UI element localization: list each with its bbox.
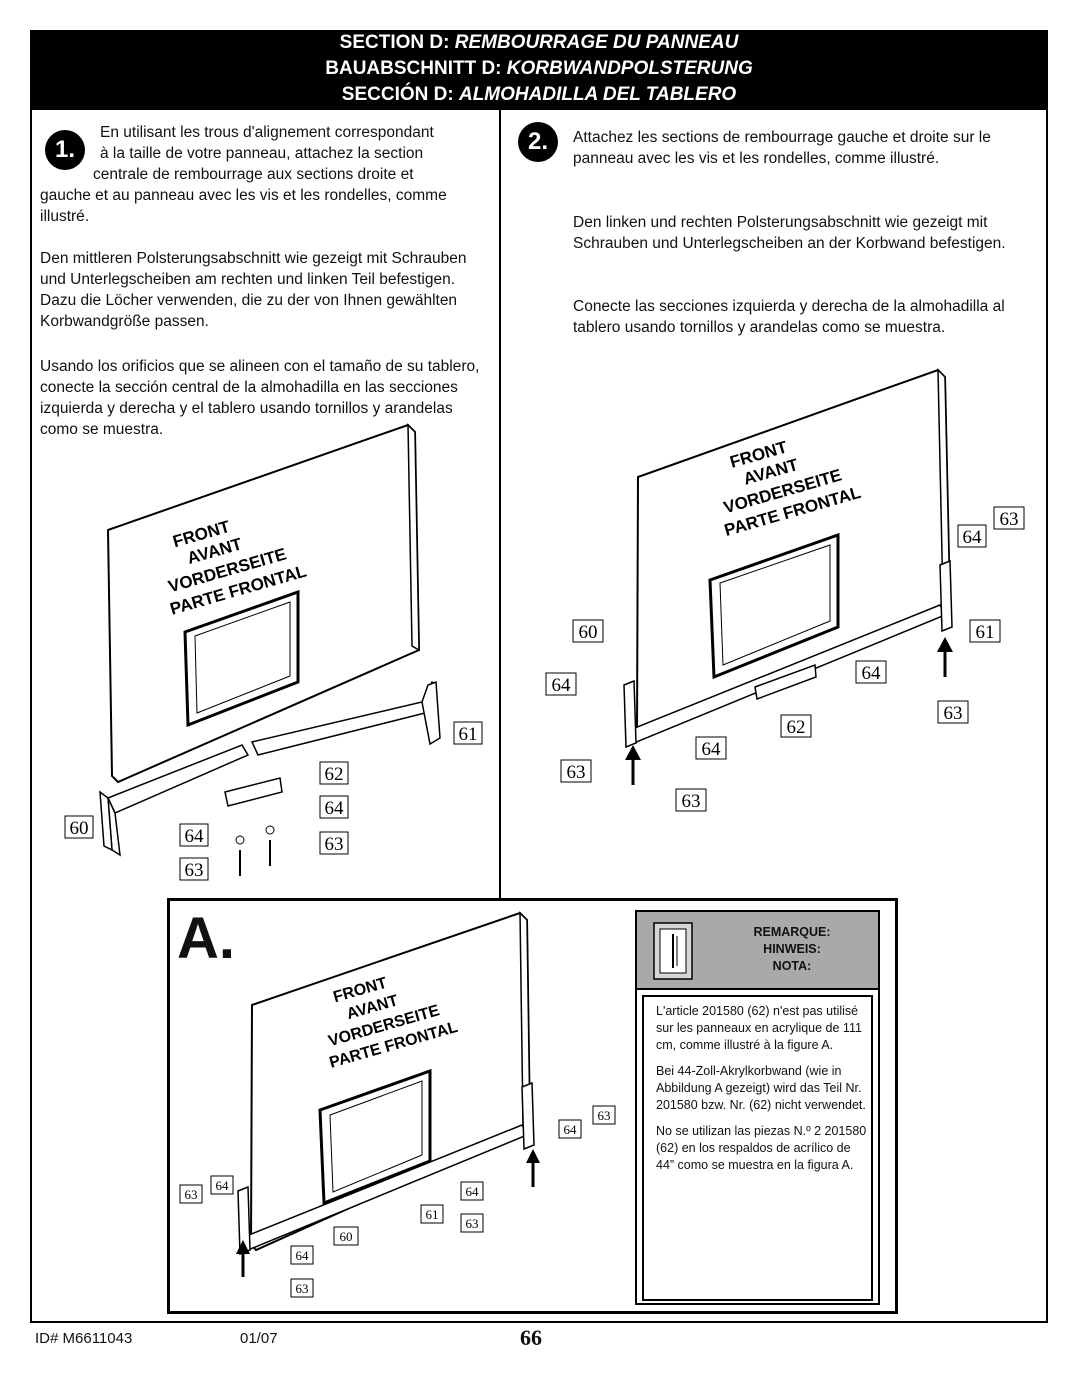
step-1-diagram: FRONT AVANT VORDERSEITE PARTE FRONTAL 61… (64, 423, 483, 881)
svg-text:62: 62 (325, 764, 344, 785)
svg-text:64: 64 (185, 826, 205, 847)
figa-callout-63-right: 63 (460, 1213, 484, 1233)
note-es: No se utilizan las piezas N.º 2 201580 (… (656, 1124, 867, 1172)
step-1-badge: 1. (45, 130, 85, 170)
section-header: SECTION D: REMBOURRAGE DU PANNEAU BAUABS… (30, 30, 1048, 110)
svg-text:64: 64 (296, 1248, 310, 1263)
callout-2-64-right: 64 (855, 660, 887, 684)
figure-a-panel (167, 898, 898, 1314)
svg-text:63: 63 (296, 1281, 309, 1296)
callout-63-a: 63 (319, 831, 349, 855)
figa-callout-64-left: 64 (210, 1175, 234, 1195)
figa-callout-64-top: 64 (558, 1119, 582, 1139)
svg-text:64: 64 (862, 663, 882, 684)
callout-2-63-right: 63 (937, 700, 969, 724)
step-1-es: Usando los orificios que se alineen con … (40, 358, 480, 438)
callout-2-64-bottom: 64 (695, 736, 727, 760)
step-2-diagram: FRONT AVANT VORDERSEITE PARTE FRONTAL 63… (545, 368, 1025, 812)
svg-text:64: 64 (702, 739, 722, 760)
step-1-fr-rest: gauche et au panneau avec les vis et les… (40, 187, 447, 225)
callout-2-63-bottom: 63 (675, 788, 707, 812)
step-1-de: Den mittleren Polsterungsabschnitt wie g… (40, 250, 467, 330)
column-divider (499, 110, 501, 898)
svg-text:63: 63 (185, 1187, 198, 1202)
figa-callout-64-bottom: 64 (290, 1245, 314, 1265)
step-2-badge: 2. (518, 122, 558, 162)
svg-text:63: 63 (466, 1216, 479, 1231)
note-box: REMARQUE: HINWEIS: NOTA: L'article 20158… (635, 910, 880, 1305)
figa-callout-60: 60 (333, 1226, 359, 1246)
callout-2-64-left: 64 (545, 672, 577, 696)
figa-callout-63-left: 63 (179, 1184, 203, 1204)
figa-callout-64-right: 64 (460, 1181, 484, 1201)
svg-text:63: 63 (682, 791, 701, 812)
note-titles: REMARQUE: HINWEIS: NOTA: (753, 925, 831, 973)
figure-a-diagram: FRONT AVANT VORDERSEITE PARTE FRONTAL 63… (179, 911, 616, 1298)
callout-2-62: 62 (780, 714, 812, 738)
callout-64-a: 64 (319, 795, 349, 819)
svg-text:64: 64 (564, 1122, 578, 1137)
step-2-de: Den linken und rechten Polsterungsabschn… (573, 214, 1006, 252)
step-1-fr-intro: En utilisant les trous d'alignement corr… (100, 124, 434, 162)
callout-62: 62 (319, 761, 349, 785)
svg-text:63: 63 (567, 762, 586, 783)
note-body: L'article 201580 (62) n'est pas utilisé … (642, 995, 873, 1301)
svg-text:63: 63 (944, 703, 963, 724)
svg-text:63: 63 (325, 834, 344, 855)
svg-text:61: 61 (459, 724, 478, 745)
svg-text:62: 62 (787, 717, 806, 738)
page-number: 66 (520, 1325, 542, 1350)
step-2-es: Conecte las secciones izquierda y derech… (573, 298, 1005, 336)
document-id: ID# M6611043 (35, 1330, 133, 1347)
svg-text:64: 64 (325, 798, 345, 819)
notepad-icon (653, 922, 693, 980)
note-fr: L'article 201580 (62) n'est pas utilisé … (656, 1004, 862, 1052)
note-header: REMARQUE: HINWEIS: NOTA: (637, 912, 878, 990)
svg-text:61: 61 (426, 1207, 439, 1222)
callout-60: 60 (64, 815, 94, 839)
svg-text:63: 63 (598, 1108, 611, 1123)
svg-text:64: 64 (963, 527, 983, 548)
document-date: 01/07 (240, 1330, 278, 1347)
step-1-fr-line3: centrale de rembourrage aux sections dro… (93, 166, 414, 183)
svg-text:61: 61 (976, 622, 995, 643)
figa-callout-63-top: 63 (592, 1105, 616, 1125)
svg-text:63: 63 (1000, 509, 1019, 530)
figure-a-label: A. (177, 906, 235, 971)
callout-2-64-top: 64 (957, 524, 987, 548)
callout-63-b: 63 (179, 857, 209, 881)
header-line-de: BAUABSCHNITT D: KORBWANDPOLSTERUNG (325, 58, 753, 79)
callout-61: 61 (453, 721, 483, 745)
figa-callout-63-bottom: 63 (290, 1278, 314, 1298)
svg-text:60: 60 (579, 622, 598, 643)
svg-text:64: 64 (216, 1178, 230, 1193)
svg-text:64: 64 (466, 1184, 480, 1199)
callout-2-61: 61 (969, 619, 1001, 643)
header-line-fr: SECTION D: REMBOURRAGE DU PANNEAU (339, 32, 739, 53)
svg-text:64: 64 (552, 675, 572, 696)
svg-text:60: 60 (70, 818, 89, 839)
svg-text:63: 63 (185, 860, 204, 881)
callout-64-b: 64 (179, 823, 209, 847)
svg-text:60: 60 (340, 1229, 353, 1244)
callout-2-60: 60 (572, 619, 604, 643)
callout-2-63-top: 63 (993, 506, 1025, 530)
callout-2-63-left: 63 (560, 759, 592, 783)
header-line-es: SECCIÓN D: ALMOHADILLA DEL TABLERO (341, 84, 737, 105)
figa-callout-61: 61 (420, 1204, 444, 1224)
step-2-fr: Attachez les sections de rembourrage gau… (573, 129, 991, 167)
note-de: Bei 44-Zoll-Akrylkorbwand (wie in Abbild… (656, 1064, 866, 1112)
